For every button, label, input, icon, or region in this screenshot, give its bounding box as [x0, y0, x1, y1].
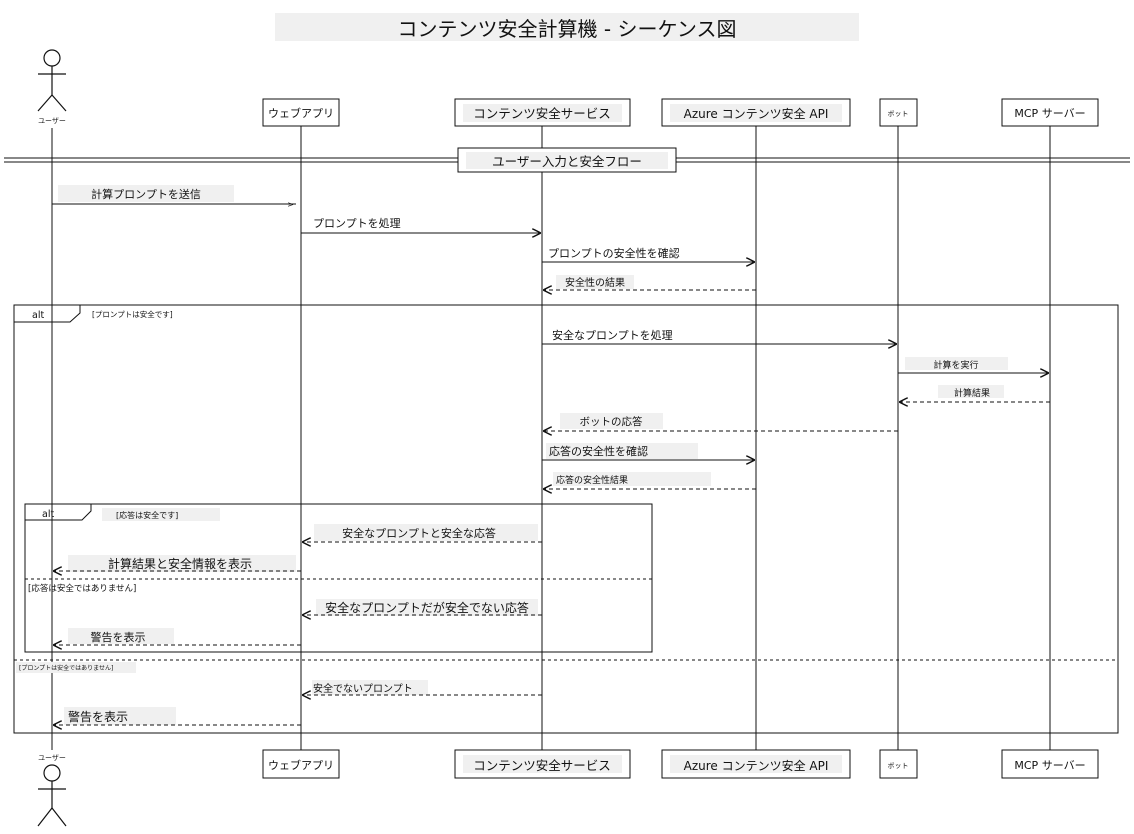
- participant-label-service: コンテンツ安全サービス: [473, 106, 611, 121]
- message-label-4: 安全性の結果: [565, 276, 625, 289]
- participant-label-bot-bottom: ボット: [888, 762, 909, 770]
- participant-label-bot: ボット: [888, 110, 909, 118]
- participants-top: ユーザー ウェブアプリ コンテンツ安全サービス Azure コンテンツ安全 AP…: [37, 49, 1099, 127]
- message-12: 計算結果と安全情報を表示: [54, 555, 301, 572]
- participant-webapp-top: ウェブアプリ: [262, 98, 340, 127]
- message-13: 安全なプロンプトだが安全でない応答: [303, 599, 542, 616]
- message-label-14: 警告を表示: [91, 630, 146, 644]
- lifelines: [51, 126, 1051, 750]
- message-10: 応答の安全性結果: [544, 472, 756, 489]
- message-label-1: 計算プロンプトを送信: [91, 187, 201, 201]
- message-6: 計算を実行: [898, 357, 1048, 373]
- participant-label-service-bottom: コンテンツ安全サービス: [473, 758, 611, 773]
- fragment-outer-alt: alt [プロンプトは安全です] [プロンプトは安全ではありません]: [13, 304, 1119, 734]
- message-label-10: 応答の安全性結果: [556, 474, 628, 486]
- participant-label-mcp: MCP サーバー: [1014, 107, 1085, 120]
- participant-label-user-bottom: ユーザー: [38, 754, 66, 762]
- message-label-15: 安全でないプロンプト: [313, 682, 413, 695]
- message-15: 安全でないプロンプト: [303, 680, 542, 695]
- message-8: ボットの応答: [544, 413, 898, 431]
- actor-head-icon: [43, 49, 61, 67]
- participant-bot-bottom: ボット: [879, 749, 918, 779]
- message-5: 安全なプロンプトを処理: [542, 328, 896, 344]
- participant-label-user: ユーザー: [38, 117, 66, 125]
- participant-bot-top: ボット: [879, 98, 918, 127]
- message-label-2: プロンプトを処理: [313, 217, 401, 230]
- message-label-11: 安全なプロンプトと安全な応答: [342, 526, 496, 540]
- message-label-7: 計算結果: [954, 387, 990, 399]
- participant-service-top: コンテンツ安全サービス: [454, 98, 631, 127]
- actor-user-bottom: ユーザー: [37, 754, 67, 827]
- participant-api-bottom: Azure コンテンツ安全 API: [661, 749, 851, 779]
- message-label-9: 応答の安全性を確認: [549, 444, 648, 458]
- participant-mcp-top: MCP サーバー: [1001, 98, 1099, 127]
- fragment-guard-inner: [応答は安全です]: [116, 510, 178, 520]
- participant-label-api-bottom: Azure コンテンツ安全 API: [684, 758, 829, 773]
- message-9: 応答の安全性を確認: [542, 443, 754, 460]
- participant-label-webapp-bottom: ウェブアプリ: [268, 758, 334, 772]
- open-arrowhead-icon: >: [287, 200, 294, 209]
- message-label-13: 安全なプロンプトだが安全でない応答: [325, 600, 529, 615]
- message-14: 警告を表示: [54, 628, 301, 645]
- fragment-guard-outer: [プロンプトは安全です]: [92, 309, 173, 319]
- message-7: 計算結果: [900, 385, 1050, 402]
- actor-head-icon: [43, 764, 61, 782]
- participant-webapp-bottom: ウェブアプリ: [262, 749, 340, 779]
- fragment-operator-outer: alt: [32, 310, 44, 321]
- participant-label-api: Azure コンテンツ安全 API: [684, 106, 829, 121]
- message-label-3: プロンプトの安全性を確認: [548, 246, 680, 260]
- message-4: 安全性の結果: [544, 275, 756, 290]
- participant-label-mcp-bottom: MCP サーバー: [1014, 759, 1085, 772]
- participant-mcp-bottom: MCP サーバー: [1001, 749, 1099, 779]
- divider-label: ユーザー入力と安全フロー: [492, 154, 642, 169]
- message-3: プロンプトの安全性を確認: [542, 246, 754, 262]
- message-label-12: 計算結果と安全情報を表示: [108, 556, 252, 571]
- participant-label-webapp: ウェブアプリ: [268, 106, 334, 120]
- title-background: [275, 13, 859, 41]
- fragment-else-outer: [プロンプトは安全ではありません]: [19, 664, 113, 672]
- participants-bottom: ユーザー ウェブアプリ コンテンツ安全サービス Azure コンテンツ安全 AP…: [37, 749, 1099, 827]
- fragment-else-inner: [応答は安全ではありません]: [28, 583, 136, 594]
- message-label-5: 安全なプロンプトを処理: [552, 328, 673, 342]
- participant-service-bottom: コンテンツ安全サービス: [454, 749, 631, 779]
- message-label-16: 警告を表示: [68, 709, 128, 724]
- messages: 計算プロンプトを送信 > プロンプトを処理 プロンプトの安全性を確認 安全性の結…: [52, 185, 1050, 725]
- section-divider: ユーザー入力と安全フロー: [4, 147, 1130, 173]
- message-label-8: ボットの応答: [580, 415, 643, 428]
- message-2: プロンプトを処理: [301, 217, 540, 233]
- participant-api-top: Azure コンテンツ安全 API: [661, 98, 851, 127]
- message-1: 計算プロンプトを送信 >: [52, 185, 296, 209]
- fragment-operator-inner: alt: [42, 509, 54, 520]
- message-11: 安全なプロンプトと安全な応答: [303, 524, 542, 542]
- message-label-6: 計算を実行: [933, 359, 978, 371]
- actor-user-top: ユーザー: [37, 49, 67, 125]
- fragment-inner-alt: alt [応答は安全です] [応答は安全ではありません]: [24, 503, 653, 653]
- message-16: 警告を表示: [54, 707, 301, 725]
- diagram-title: コンテンツ安全計算機 - シーケンス図: [398, 17, 737, 41]
